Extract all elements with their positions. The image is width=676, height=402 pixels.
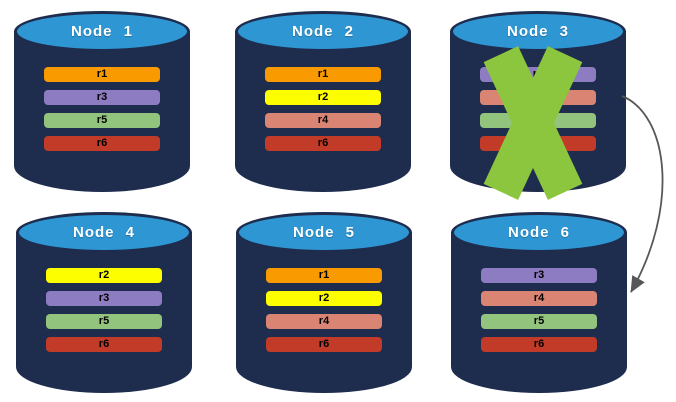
replica-label: r5 (98, 315, 110, 327)
node-3-cylinder: Node 3 r3 r4 r5 r6 (450, 11, 626, 200)
replica-bar: r1 (266, 268, 382, 283)
replica-label: r1 (96, 68, 108, 80)
node-2-cylinder-top: Node 2 (235, 11, 411, 52)
replica-bar: r4 (265, 113, 381, 128)
replica-bar: r5 (46, 314, 162, 329)
replica-bar: r5 (44, 113, 160, 128)
replica-bar: r4 (481, 291, 597, 306)
node-2-cylinder-body (235, 31, 411, 192)
replica-label: r3 (533, 269, 545, 281)
node-5-cylinder-body (236, 232, 412, 393)
replica-label: r4 (317, 114, 329, 126)
replica-bar: r6 (46, 337, 162, 352)
node-2-replica-list: r1 r2 r4 r6 (265, 67, 381, 151)
node-3-title: Node 3 (506, 23, 569, 40)
node-1-cylinder-body (14, 31, 190, 192)
replica-bar: r3 (46, 291, 162, 306)
replica-bar: r2 (265, 90, 381, 105)
node-2-title: Node 2 (291, 23, 354, 40)
replica-bar: r6 (265, 136, 381, 151)
node-1-cylinder-top: Node 1 (14, 11, 190, 52)
replica-label: r3 (96, 91, 108, 103)
replica-label: r5 (96, 114, 108, 126)
node-6-cylinder: Node 6 r3 r4 r5 r6 (451, 212, 627, 393)
replica-bar: r1 (265, 67, 381, 82)
node-4-title: Node 4 (72, 224, 135, 241)
replica-bar: r3 (481, 268, 597, 283)
replica-bar: r1 (44, 67, 160, 82)
replica-label: r1 (318, 269, 330, 281)
node-6-replica-list: r3 r4 r5 r6 (481, 268, 597, 352)
replica-label: r5 (533, 315, 545, 327)
node-4-cylinder: Node 4 r2 r3 r5 r6 (16, 212, 192, 393)
node-6-cylinder-body (451, 232, 627, 393)
node-5-cylinder: Node 5 r1 r2 r4 r6 (236, 212, 412, 393)
replica-label: r2 (98, 269, 110, 281)
replica-label: r6 (96, 137, 108, 149)
node-5-replica-list: r1 r2 r4 r6 (266, 268, 382, 352)
node-2-cylinder: Node 2 r1 r2 r4 r6 (235, 11, 411, 192)
node-6-cylinder-top: Node 6 (451, 212, 627, 253)
replica-label: r2 (318, 292, 330, 304)
replica-bar: r2 (46, 268, 162, 283)
replica-label: r6 (318, 338, 330, 350)
failover-arrow-path (621, 95, 664, 293)
node-4-replica-list: r2 r3 r5 r6 (46, 268, 162, 352)
node-6-title: Node 6 (507, 224, 570, 241)
replica-bar: r4 (266, 314, 382, 329)
replica-bar: r2 (266, 291, 382, 306)
replica-label: r6 (98, 338, 110, 350)
replica-label: r3 (98, 292, 110, 304)
replica-label: r2 (317, 91, 329, 103)
replica-label: r6 (533, 338, 545, 350)
node-3-cylinder-top: Node 3 (450, 11, 626, 52)
replica-bar: r6 (266, 337, 382, 352)
replica-label: r4 (533, 292, 545, 304)
node-1-title: Node 1 (70, 23, 133, 40)
replica-label: r6 (317, 137, 329, 149)
replica-bar: r6 (481, 337, 597, 352)
node-4-cylinder-body (16, 232, 192, 393)
replica-label: r1 (317, 68, 329, 80)
replica-label: r4 (318, 315, 330, 327)
node-5-title: Node 5 (292, 224, 355, 241)
replica-bar: r5 (481, 314, 597, 329)
node-1-cylinder: Node 1 r1 r3 r5 r6 (14, 11, 190, 192)
replica-bar: r6 (44, 136, 160, 151)
node-5-cylinder-top: Node 5 (236, 212, 412, 253)
replica-bar: r3 (44, 90, 160, 105)
node-4-cylinder-top: Node 4 (16, 212, 192, 253)
node-1-replica-list: r1 r3 r5 r6 (44, 67, 160, 151)
